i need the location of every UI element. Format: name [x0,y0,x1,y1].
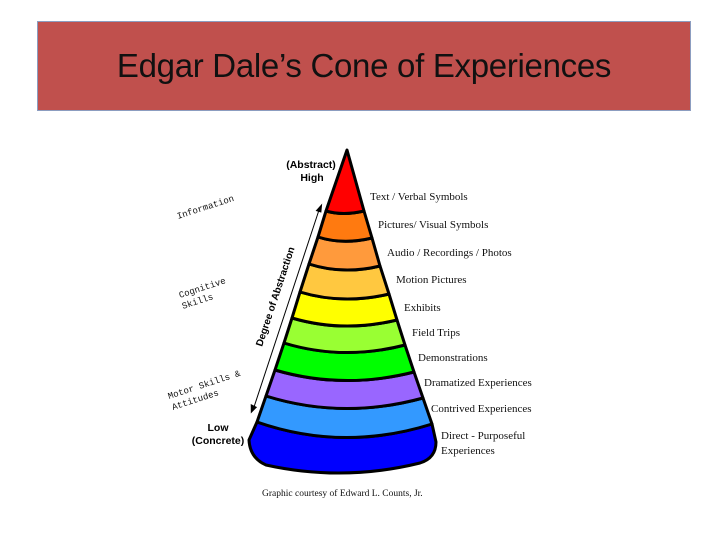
level-label: Audio / Recordings / Photos [387,247,512,259]
title-banner: Edgar Dale’s Cone of Experiences [37,21,691,111]
level-label: Exhibits [404,302,441,314]
level-label: Pictures/ Visual Symbols [378,219,488,231]
level-label: Direct - Purposeful [441,430,525,442]
level-labels: Text / Verbal Symbols Pictures/ Visual S… [370,191,532,457]
level-label: Motion Pictures [396,274,467,286]
level-label: Dramatized Experiences [424,377,532,389]
band-pictures [316,209,374,243]
low-label: Low [208,422,230,434]
cone-bands [247,148,438,475]
high-label: High [300,172,323,184]
graphic-credit: Graphic courtesy of Edward L. Counts, Jr… [262,488,423,499]
concrete-label: (Concrete) [192,435,245,447]
level-label: Contrived Experiences [431,403,532,415]
slide-title: Edgar Dale’s Cone of Experiences [116,47,612,84]
level-label: Field Trips [412,327,460,339]
level-label: Demonstrations [418,352,488,364]
level-label: Text / Verbal Symbols [370,191,468,203]
band-text-verbal [324,148,366,215]
information-label: Information [176,194,236,222]
abstract-label: (Abstract) [286,159,336,171]
level-label-line2: Experiences [441,445,495,457]
